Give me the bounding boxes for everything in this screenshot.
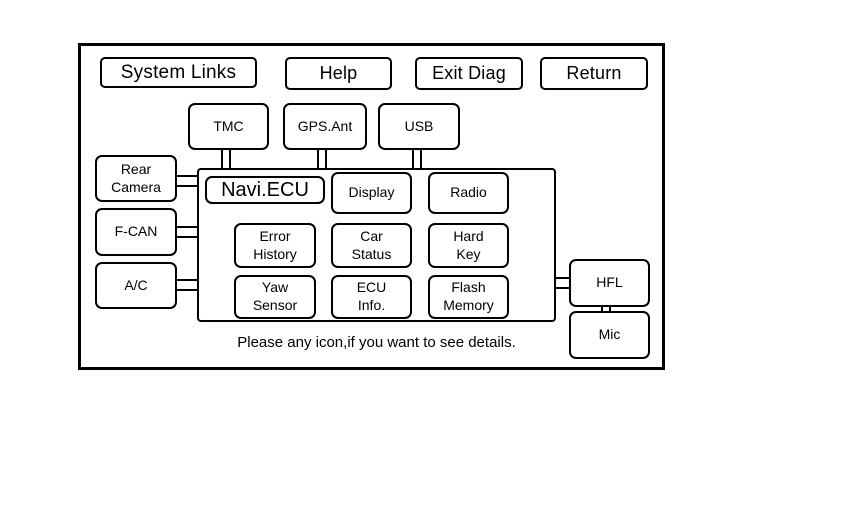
node-usb[interactable]: USB (378, 103, 460, 150)
node-radio[interactable]: Radio (428, 172, 509, 214)
node-tmc[interactable]: TMC (188, 103, 269, 150)
node-hfl[interactable]: HFL (569, 259, 650, 307)
node-navi-ecu[interactable]: Navi.ECU (205, 176, 325, 204)
node-ac[interactable]: A/C (95, 262, 177, 309)
node-car-status[interactable]: Car Status (331, 223, 412, 268)
usb-ecu-connector (412, 147, 422, 171)
rear-camera-ecu-connector (175, 175, 199, 187)
page-title: System Links (100, 57, 257, 88)
node-ecu-info[interactable]: ECU Info. (331, 275, 412, 319)
gps-ant-ecu-connector (317, 147, 327, 171)
node-flash-memory[interactable]: Flash Memory (428, 275, 509, 319)
exit-diag-button[interactable]: Exit Diag (415, 57, 523, 90)
help-button[interactable]: Help (285, 57, 392, 90)
node-hard-key[interactable]: Hard Key (428, 223, 509, 268)
node-f-can[interactable]: F-CAN (95, 208, 177, 256)
return-button[interactable]: Return (540, 57, 648, 90)
ac-ecu-connector (175, 279, 199, 291)
node-rear-camera[interactable]: Rear Camera (95, 155, 177, 202)
hfl-mic-connector (601, 303, 611, 314)
ecu-hfl-connector (554, 277, 571, 289)
tmc-ecu-connector (221, 147, 231, 171)
node-yaw-sensor[interactable]: Yaw Sensor (234, 275, 316, 319)
node-display[interactable]: Display (331, 172, 412, 214)
node-mic[interactable]: Mic (569, 311, 650, 359)
f-can-ecu-connector (175, 226, 199, 238)
instruction-text: Please any icon,if you want to see detai… (237, 334, 516, 351)
node-error-history[interactable]: Error History (234, 223, 316, 268)
node-gps-ant[interactable]: GPS.Ant (283, 103, 367, 150)
